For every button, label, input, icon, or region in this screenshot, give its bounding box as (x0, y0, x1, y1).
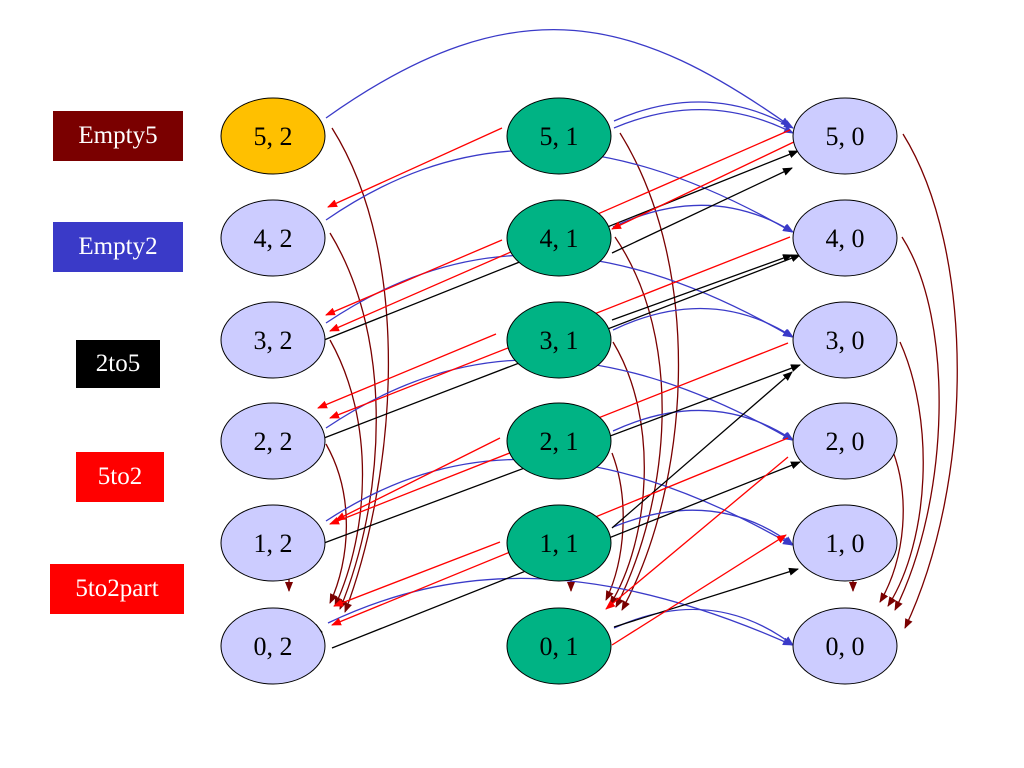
edge-empty5-51-01 (619, 132, 680, 611)
edge-empty5-41-01 (614, 236, 663, 608)
state-node: 3, 1 (506, 301, 612, 379)
state-node-label: 3, 1 (540, 326, 579, 355)
edge-5to2-11-02 (333, 541, 501, 607)
state-node-label: 0, 0 (826, 632, 865, 661)
state-node: 5, 2 (220, 97, 326, 175)
state-node: 1, 2 (220, 504, 326, 582)
state-node-ellipse (220, 301, 326, 379)
edge-5to2-31-22 (317, 333, 497, 409)
state-node-label: 1, 1 (540, 529, 579, 558)
state-node-ellipse (506, 607, 612, 685)
legend-2to5: 2to5 (76, 340, 160, 388)
state-node: 4, 1 (506, 199, 612, 277)
edge-5to2-50-41 (611, 139, 799, 230)
state-node-label: 5, 2 (254, 122, 293, 151)
legend-empty2: Empty2 (53, 222, 183, 272)
state-node: 4, 0 (792, 199, 898, 277)
edge-empty5-30-00 (887, 341, 924, 607)
state-node-ellipse (506, 402, 612, 480)
edge-empty5-50-00 (902, 133, 958, 629)
edge-empty2-52-50 (325, 28, 791, 127)
edge-empty2-51-50b (613, 109, 794, 134)
edge-empty2-21-20 (612, 409, 794, 441)
state-node-label: 3, 0 (826, 326, 865, 355)
edge-empty2-11-10 (612, 509, 794, 546)
state-node-ellipse (220, 402, 326, 480)
edge-empty5-42-02 (329, 232, 377, 610)
state-node-label: 1, 0 (826, 529, 865, 558)
state-node: 5, 0 (792, 97, 898, 175)
edge-2to5-31-40 (611, 254, 793, 321)
state-node-label: 5, 1 (540, 122, 579, 151)
legend-empty5: Empty5 (53, 111, 183, 161)
edge-empty2-51-50 (613, 101, 794, 129)
state-node: 4, 2 (220, 199, 326, 277)
state-node-ellipse (506, 97, 612, 175)
state-node-label: 4, 0 (826, 224, 865, 253)
edge-2to5-41-50 (611, 167, 793, 254)
empty5-edges (285, 127, 958, 629)
state-node-ellipse (220, 97, 326, 175)
edge-empty2-02-00 (327, 577, 793, 646)
state-node-ellipse (792, 504, 898, 582)
state-node-ellipse (506, 504, 612, 582)
state-node-label: 1, 2 (254, 529, 293, 558)
edge-empty5-40-00 (894, 236, 940, 611)
edge-empty5-22-02 (325, 443, 348, 604)
edge-5to2-21-12 (335, 437, 501, 521)
state-node-label: 4, 1 (540, 224, 579, 253)
edge-5to2-00-10 (611, 534, 787, 646)
state-node-ellipse (792, 301, 898, 379)
edge-5to2-51-42 (327, 127, 503, 208)
state-node: 2, 1 (506, 402, 612, 480)
edges (285, 28, 958, 649)
state-node: 3, 2 (220, 301, 326, 379)
state-node-ellipse (792, 97, 898, 175)
edge-empty5-52-02 (331, 127, 390, 613)
state-node: 1, 0 (792, 504, 898, 582)
state-node-label: 5, 0 (826, 122, 865, 151)
state-node-ellipse (506, 199, 612, 277)
state-node-label: 0, 2 (254, 632, 293, 661)
state-node-ellipse (506, 301, 612, 379)
edge-5to2-10-01 (605, 456, 789, 610)
edge-5to2-41-32 (325, 239, 503, 316)
state-node-ellipse (220, 504, 326, 582)
state-node-ellipse (792, 402, 898, 480)
state-node-label: 0, 1 (540, 632, 579, 661)
state-node-ellipse (792, 199, 898, 277)
state-node: 1, 1 (506, 504, 612, 582)
state-node: 2, 0 (792, 402, 898, 480)
edge-empty5-21-01 (605, 452, 624, 601)
state-node-ellipse (220, 199, 326, 277)
edge-empty2-31-30 (612, 307, 794, 338)
legend-5to2part: 5to2part (50, 564, 184, 614)
state-node-ellipse (792, 607, 898, 685)
state-node: 0, 0 (792, 607, 898, 685)
edge-2to5-11-30 (611, 371, 793, 529)
state-node-label: 4, 2 (254, 224, 293, 253)
state-node-label: 2, 0 (826, 427, 865, 456)
edge-empty5-20-00 (879, 443, 904, 603)
state-node-ellipse (220, 607, 326, 685)
nodes: 5, 2 4, 2 3, 2 2, 2 1, 2 0, 2 5, 1 4, 1 3, 1 2, 1… (220, 97, 898, 685)
edge-2to5-01-10 (613, 567, 799, 628)
state-node: 2, 2 (220, 402, 326, 480)
edge-empty2-01-00 (613, 608, 794, 646)
state-node: 0, 1 (506, 607, 612, 685)
legend-5to2: 5to2 (76, 452, 164, 502)
state-node: 0, 2 (220, 607, 326, 685)
state-node: 5, 1 (506, 97, 612, 175)
edge-empty5-31-01 (609, 341, 645, 606)
state-node-label: 3, 2 (254, 326, 293, 355)
state-node-label: 2, 2 (254, 427, 293, 456)
state-node: 3, 0 (792, 301, 898, 379)
state-node-label: 2, 1 (540, 427, 579, 456)
edge-empty5-32-02 (329, 339, 364, 607)
